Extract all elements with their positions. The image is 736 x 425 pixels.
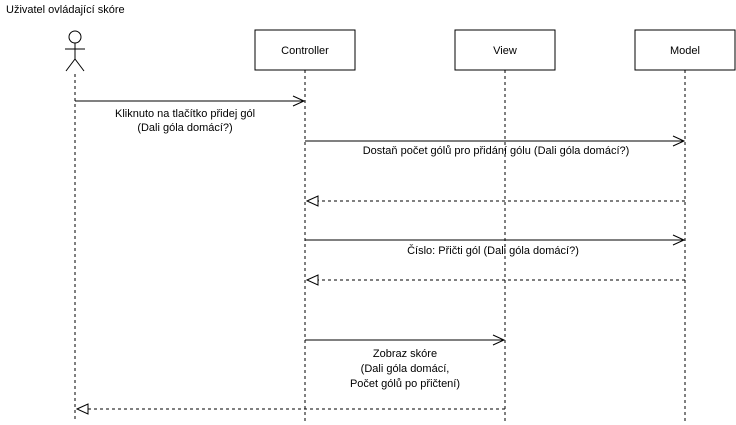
view-label: View [493,45,517,57]
controller-label: Controller [281,45,329,57]
controller-box: Controller [254,29,356,71]
model-label: Model [670,45,700,57]
message-add-goal: Číslo: Přičti gól (Dali góla domácí?) [305,234,686,257]
actor-figure [65,30,85,72]
return-to-user [75,403,505,415]
message-click-add-goal: Kliknuto na tlačítko přidej gól (Dali gó… [75,95,306,134]
actor-label: Uživatel ovládající skóre [6,4,125,16]
return-new-count [305,274,685,286]
message-label-line: Kliknuto na tlačítko přidej gól [115,108,255,120]
message-label-line: Dostaň počet gólů pro přidání gólu (Dali… [363,145,630,157]
message-label-line: Počet gólů po přičtení) [350,378,460,390]
return-goal-count [305,195,685,207]
message-label-line: (Dali góla domácí, [361,363,450,375]
message-get-goal-count: Dostaň počet gólů pro přidání gólu (Dali… [305,135,686,157]
view-box: View [454,29,556,71]
model-box: Model [634,29,736,71]
message-show-score: Zobraz skóre (Dali góla domácí, Počet gó… [305,334,506,390]
message-label-line: (Dali góla domácí?) [137,122,232,134]
message-label-line: Zobraz skóre [373,348,437,360]
message-label-line: Číslo: Přičti gól (Dali góla domácí?) [407,244,579,257]
